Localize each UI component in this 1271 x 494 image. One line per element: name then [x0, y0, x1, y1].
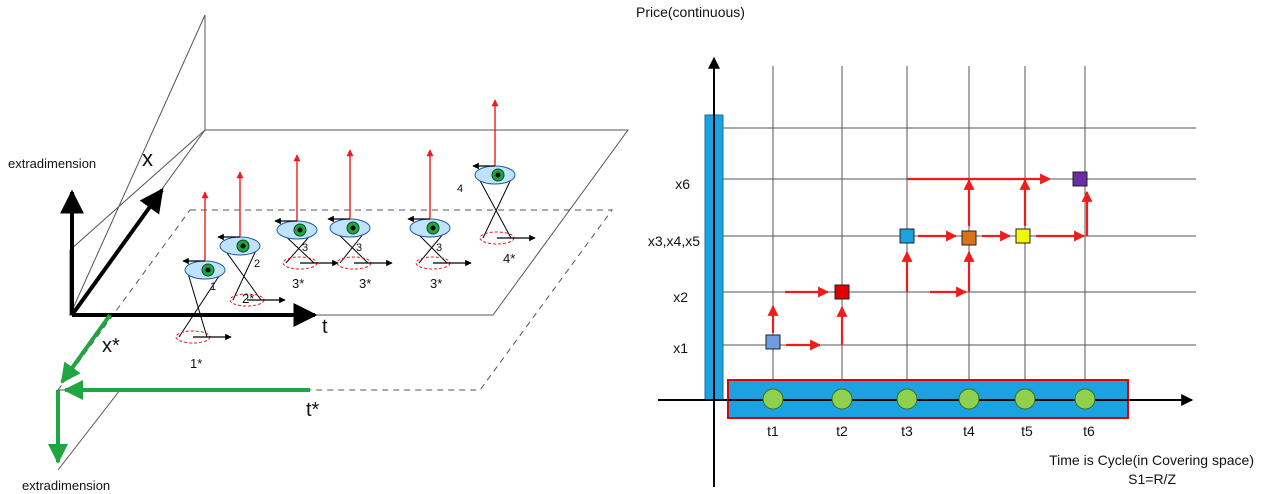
observer: 2 2*	[217, 171, 286, 307]
label-extradimension-top: extradimension	[8, 156, 96, 171]
observer-label: 1	[210, 281, 216, 293]
y-label-x3x4x5: x3,x4,x5	[648, 233, 700, 249]
observer-label: 3	[436, 242, 442, 254]
right-diagram: Price(continuous) x6 x3,x4,x5 x2 x1 t1 t…	[636, 4, 1254, 487]
eye-pupil	[297, 227, 303, 233]
state-square	[765, 334, 781, 350]
cone-line	[232, 245, 259, 301]
cone-line	[178, 269, 224, 338]
x-label-t2: t2	[836, 423, 848, 439]
state-square	[899, 228, 915, 244]
time-node	[762, 388, 784, 410]
shadow-label: 3*	[359, 276, 371, 291]
observers-group: 1 1* 2 2* 3 3* 3 3* 3 3* 4 4*	[175, 99, 536, 371]
flow-arrows	[767, 173, 1093, 351]
time-nodes	[762, 388, 1096, 410]
time-node	[1074, 388, 1096, 410]
label-t-star: t*	[306, 399, 320, 421]
label-x-star: x*	[102, 335, 120, 357]
observer: 4 4*	[457, 99, 536, 266]
x-label-t3: t3	[901, 423, 913, 439]
shadow-label: 2*	[242, 291, 254, 306]
observer-label: 3	[356, 242, 362, 254]
label-extradimension-bottom: extradimension	[22, 478, 110, 493]
observer-label: 2	[254, 258, 260, 270]
x-label-t5: t5	[1021, 423, 1033, 439]
caption-line1: Time is Cycle(in Covering space)	[1049, 452, 1254, 468]
cone-line	[476, 174, 512, 239]
y-label-x2: x2	[673, 289, 688, 305]
time-node	[1014, 388, 1036, 410]
x-label-t4: t4	[963, 423, 975, 439]
cone-line	[186, 269, 208, 338]
eye-pupil	[205, 267, 211, 273]
state-square	[1015, 228, 1031, 244]
x-label-t1: t1	[767, 423, 779, 439]
eye-pupil	[430, 225, 436, 231]
cone-line	[482, 174, 514, 239]
shadow-label: 3*	[430, 276, 442, 291]
observer-label: 3	[302, 242, 308, 254]
x-label-t6: t6	[1083, 423, 1095, 439]
y-axis-label: Price(continuous)	[636, 4, 745, 20]
lower-wall-edge-2	[57, 389, 121, 471]
state-square	[834, 284, 850, 300]
observer-label: 4	[457, 183, 463, 195]
eye-pupil	[240, 243, 246, 249]
time-node	[958, 388, 980, 410]
shadow-label: 3*	[292, 276, 304, 291]
shadow-label: 1*	[190, 356, 202, 371]
eye-pupil	[350, 225, 356, 231]
y-label-x1: x1	[673, 340, 688, 356]
shadow-label: 4*	[503, 251, 515, 266]
time-node	[831, 388, 853, 410]
caption-line2: S1=R/Z	[1128, 471, 1176, 487]
state-squares	[765, 171, 1088, 350]
cone-line	[221, 245, 262, 301]
state-square	[1072, 171, 1088, 187]
y-label-x6: x6	[675, 176, 690, 192]
x-star-axis	[60, 313, 112, 384]
shadow-plane	[57, 209, 613, 391]
label-x: x	[142, 146, 153, 171]
grid	[718, 66, 1196, 400]
eye-pupil	[495, 172, 501, 178]
observer: 3 3*	[274, 154, 339, 291]
observer: 3 3*	[327, 149, 393, 291]
left-diagram: extradimension x t x* t* extradimension …	[8, 14, 629, 493]
label-t: t	[322, 316, 328, 338]
state-square	[961, 230, 977, 246]
time-node	[896, 388, 918, 410]
x-axis	[70, 188, 164, 317]
observer: 3 3*	[407, 149, 472, 291]
observer: 1 1*	[175, 191, 232, 371]
